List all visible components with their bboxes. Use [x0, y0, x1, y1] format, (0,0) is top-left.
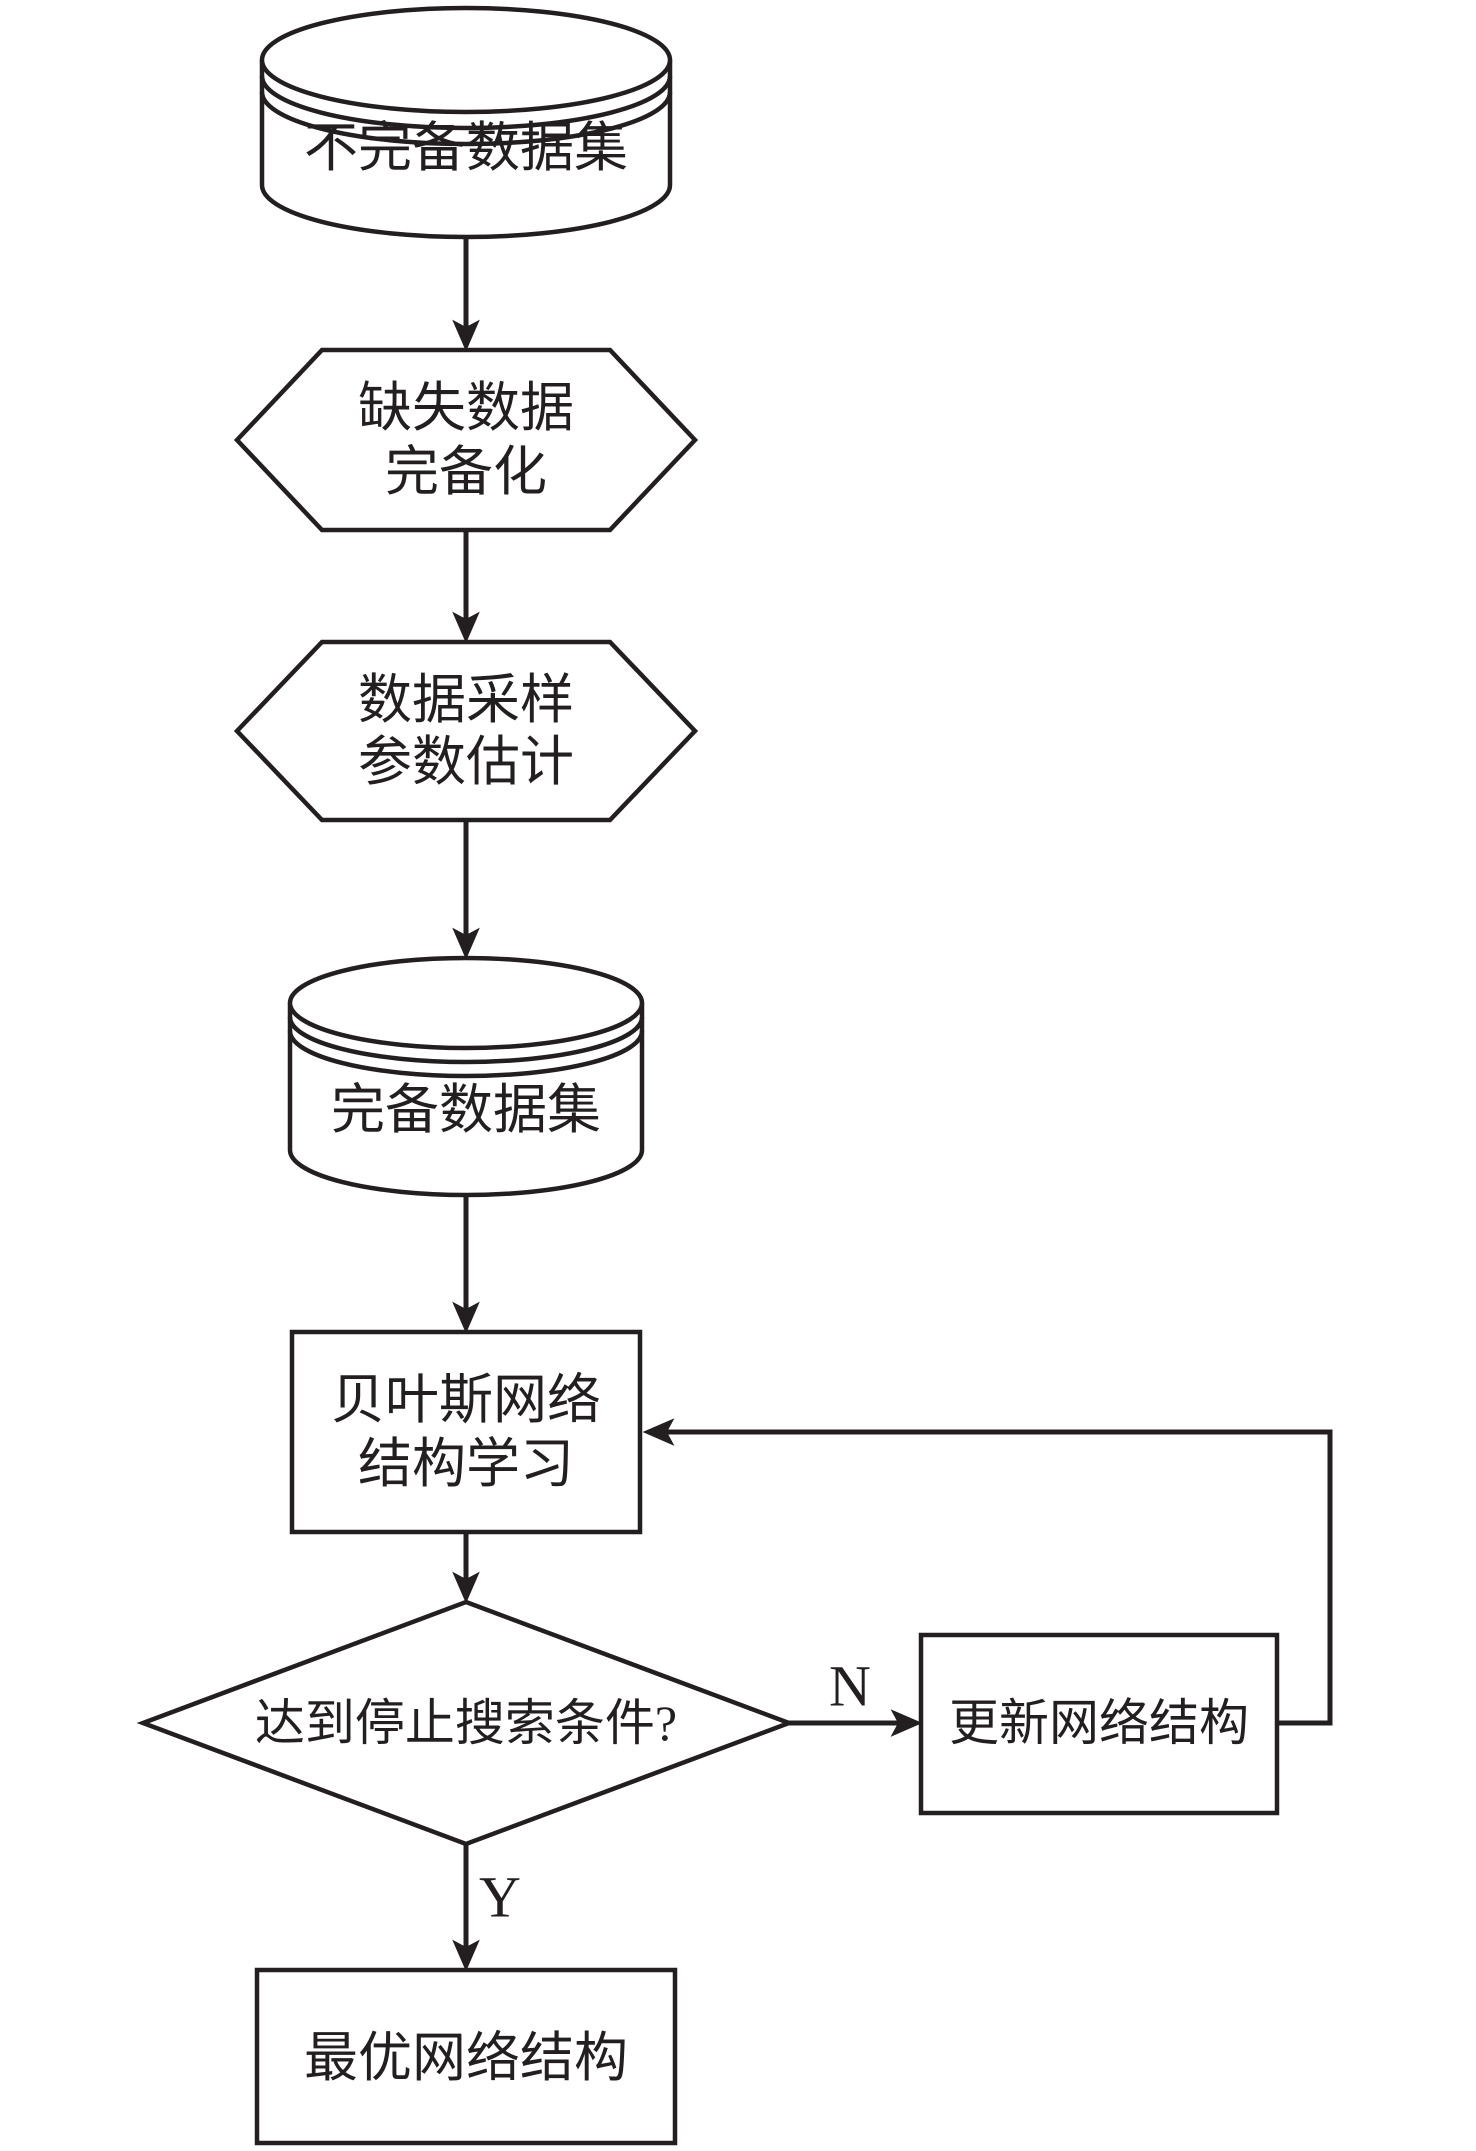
branch-label-no: N — [829, 1654, 871, 1719]
bn-structure-learning-label-line1: 贝叶斯网络 — [331, 1370, 601, 1430]
optimal-network-structure-label: 最优网络结构 — [304, 2028, 628, 2088]
incomplete-dataset-cylinder: 不完备数据集 — [259, 5, 673, 240]
missing-data-completion-shape — [233, 347, 699, 533]
stop-condition-diamond: 达到停止搜索条件? — [136, 1599, 796, 1847]
complete-dataset-label: 完备数据集 — [331, 1080, 601, 1140]
update-network-structure-rect: 更新网络结构 — [918, 1632, 1280, 1816]
data-sampling-shape — [233, 639, 699, 823]
optimal-network-structure-rect: 最优网络结构 — [254, 1967, 678, 2146]
incomplete-dataset-cylinder-ring — [259, 91, 673, 147]
complete-dataset-cylinder: 完备数据集 — [287, 955, 645, 1198]
complete-dataset-cylinder-ring — [287, 1016, 645, 1065]
stop-condition-label: 达到停止搜索条件? — [255, 1695, 677, 1751]
optimal-network-structure-shape — [254, 1967, 678, 2146]
data-sampling-label-line2: 参数估计 — [358, 732, 574, 792]
missing-data-completion-label-line1: 缺失数据 — [358, 378, 574, 438]
data-sampling-label-line1: 数据采样 — [358, 670, 574, 730]
missing-data-completion-label-line2: 完备化 — [385, 442, 547, 502]
complete-dataset-cylinder-top — [287, 955, 645, 1051]
feedback-update-to-learning — [642, 1418, 1333, 1726]
update-network-structure-label: 更新网络结构 — [949, 1695, 1249, 1751]
bn-structure-learning-label-line2: 结构学习 — [358, 1434, 574, 1494]
bn-structure-learning-rect: 贝叶斯网络 结构学习 — [289, 1329, 643, 1535]
complete-dataset-cylinder-body — [287, 1003, 645, 1198]
complete-dataset-cylinder-ring — [287, 1030, 645, 1079]
data-sampling-hexagon: 数据采样 参数估计 — [233, 639, 699, 823]
missing-data-completion-hexagon: 缺失数据 完备化 — [233, 347, 699, 533]
stop-condition-shape — [136, 1599, 796, 1847]
incomplete-dataset-label: 不完备数据集 — [304, 118, 628, 178]
branch-label-yes: Y — [479, 1865, 521, 1930]
update-network-structure-shape — [918, 1632, 1280, 1816]
incomplete-dataset-cylinder-top — [259, 5, 673, 115]
bn-structure-learning-shape — [289, 1329, 643, 1535]
incomplete-dataset-cylinder-ring — [259, 75, 673, 131]
